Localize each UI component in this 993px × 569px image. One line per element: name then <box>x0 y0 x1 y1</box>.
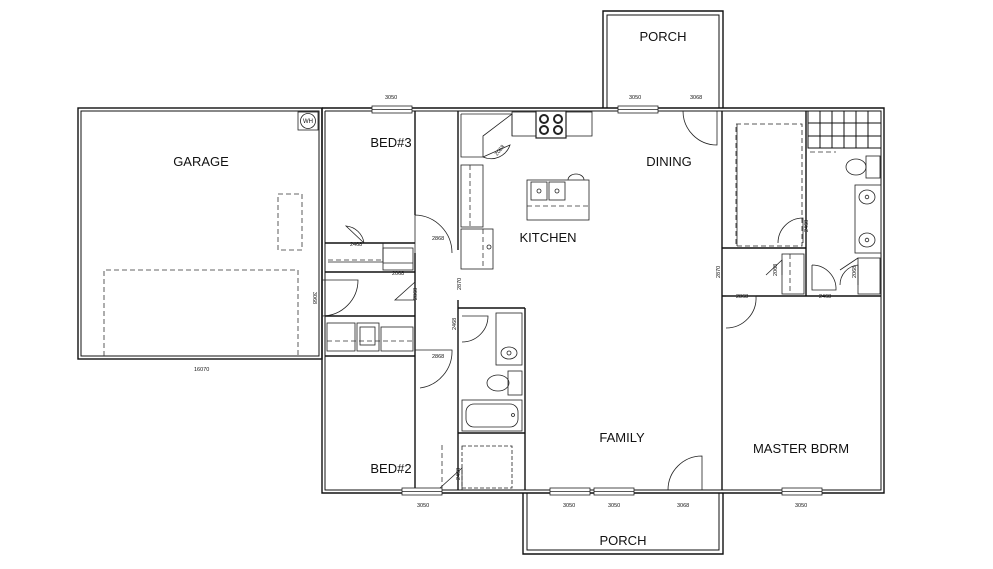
exterior-walls <box>77 107 885 494</box>
linen-closet: 2068 <box>382 247 414 277</box>
laundry-door-dim: 2868 <box>413 288 419 300</box>
room-label-garage: GARAGE <box>173 154 229 169</box>
bed2-closet-dim: 2468 <box>456 468 462 480</box>
bed2-window-dim: 3050 <box>417 503 429 509</box>
master-toilet <box>845 155 881 179</box>
master-wc-dim: 2068 <box>852 266 858 278</box>
bed3-door[interactable]: 2868 <box>414 214 453 254</box>
room-label-family: FAMILY <box>599 430 645 445</box>
master-closet-2-dim: 2468 <box>819 294 831 300</box>
room-label-kitchen: KITCHEN <box>519 230 576 245</box>
family-window-2-dim: 3050 <box>608 503 620 509</box>
master-opening-dim: 2870 <box>716 266 722 278</box>
family-window-1-dim: 3050 <box>563 503 575 509</box>
windows <box>371 105 823 496</box>
room-label-bed3: BED#3 <box>370 135 411 150</box>
bed3-closet: 2468 <box>328 225 384 263</box>
master-walk-in-closet <box>735 123 803 247</box>
master-closet-door-dim: 2468 <box>804 220 810 232</box>
dining-window-dim: 3050 <box>629 95 641 101</box>
top-porch <box>602 10 724 108</box>
bed3-closet-dim: 2468 <box>350 242 362 248</box>
master-door-dim: 2868 <box>736 294 748 300</box>
hall-bath-door-dim: 2468 <box>452 318 458 330</box>
master-linen: 2068 <box>765 253 805 295</box>
bed3-window-dim: 3050 <box>385 95 397 101</box>
interior-walls <box>325 111 881 490</box>
garage-entry-dim: 3068 <box>311 292 317 304</box>
bed3-door-dim: 2868 <box>432 236 444 242</box>
master-closet-door[interactable]: 2468 <box>777 217 810 244</box>
room-label-porch-bottom: PORCH <box>600 533 647 548</box>
room-label-porch-top: PORCH <box>640 29 687 44</box>
linen-closet-dim: 2068 <box>392 271 404 277</box>
master-door[interactable]: 2868 <box>725 294 757 329</box>
garage-door-dim: 16070 <box>194 367 209 373</box>
dining-door-dim: 3068 <box>690 95 702 101</box>
hall-bath-door[interactable]: 2468 <box>452 315 489 343</box>
master-vanity <box>854 184 882 254</box>
bed2-door-dim: 2868 <box>432 354 444 360</box>
hall-linen: 2468 <box>439 445 513 490</box>
room-label-bed2: BED#2 <box>370 461 411 476</box>
kitchen-counters <box>460 111 593 270</box>
master-wc: 2068 <box>839 257 881 295</box>
front-door-dim: 3068 <box>677 503 689 509</box>
water-heater-label: WH <box>303 119 313 125</box>
garage-storage-outline <box>277 193 303 251</box>
hall-bath <box>461 312 523 432</box>
laundry <box>326 322 414 352</box>
laundry-door[interactable]: 2868 <box>393 281 419 301</box>
kitchen-island <box>526 173 590 221</box>
master-bath-door[interactable]: 2468 <box>811 264 837 300</box>
room-label-dining: DINING <box>646 154 692 169</box>
water-heater: WH <box>297 111 319 131</box>
front-door[interactable]: 3068 <box>667 455 703 509</box>
dining-door[interactable]: 3068 <box>682 95 718 146</box>
room-label-master: MASTER BDRM <box>753 441 849 456</box>
master-closet-1-dim: 2068 <box>773 264 779 276</box>
pantry-door[interactable]: 2068 <box>482 144 511 160</box>
bed2-door[interactable]: 2868 <box>415 349 453 389</box>
master-shower <box>807 110 882 153</box>
garage-entry-door[interactable]: 3068 <box>311 279 359 317</box>
bottom-porch <box>522 493 724 555</box>
master-window-dim: 3050 <box>795 503 807 509</box>
hall-opening-dim: 2870 <box>457 278 463 290</box>
pantry-door-dim: 2068 <box>494 144 506 157</box>
stove <box>535 110 567 139</box>
garage-door-outline <box>103 269 299 356</box>
